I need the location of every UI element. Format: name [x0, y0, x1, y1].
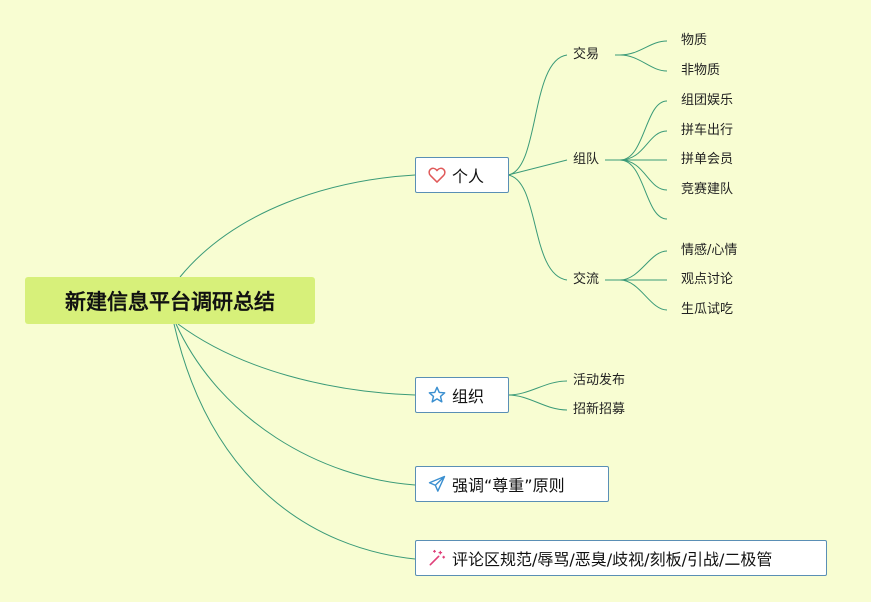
- link-team-2: [619, 130, 668, 161]
- star-icon: [427, 385, 447, 405]
- branch-respect[interactable]: 强调“尊重”原则: [415, 466, 609, 502]
- node-chat-gossip[interactable]: 生瓜试吃: [681, 302, 734, 317]
- paper-plane-icon: [427, 474, 447, 494]
- link-trade-1: [619, 40, 668, 56]
- link-team-5: [619, 159, 668, 220]
- link-org-1: [507, 380, 568, 396]
- link-personal-team: [507, 159, 568, 176]
- branch-organization-label: 组织: [452, 387, 485, 406]
- link-root-respect: [175, 323, 416, 486]
- node-chat[interactable]: 交流: [573, 272, 600, 287]
- link-org-2: [507, 394, 568, 411]
- node-activity-publish[interactable]: 活动发布: [573, 373, 626, 388]
- node-team-competition[interactable]: 竞赛建队: [681, 182, 734, 197]
- node-team-membership[interactable]: 拼单会员: [681, 152, 734, 167]
- link-root-org: [177, 323, 416, 396]
- link-team-1: [619, 100, 668, 161]
- link-personal-chat: [507, 174, 568, 281]
- branch-personal[interactable]: 个人: [415, 157, 509, 193]
- node-chat-opinion[interactable]: 观点讨论: [681, 272, 734, 287]
- root-node[interactable]: 新建信息平台调研总结: [25, 277, 315, 324]
- heart-icon: [427, 165, 447, 185]
- branch-respect-label: 强调“尊重”原则: [452, 476, 565, 495]
- link-team-4: [619, 159, 668, 191]
- link-chat-3: [619, 279, 668, 311]
- node-chat-emotion[interactable]: 情感/心情: [681, 243, 738, 258]
- node-trade[interactable]: 交易: [573, 47, 600, 62]
- node-trade-nonmaterial[interactable]: 非物质: [681, 63, 721, 78]
- magic-wand-icon: [427, 548, 447, 568]
- node-team[interactable]: 组队: [573, 152, 600, 167]
- link-trade-2: [619, 54, 668, 72]
- link-personal-trade: [507, 54, 568, 176]
- node-team-carpool[interactable]: 拼车出行: [681, 123, 734, 138]
- node-team-entertainment[interactable]: 组团娱乐: [681, 93, 734, 108]
- link-chat-1: [619, 250, 668, 281]
- branch-organization[interactable]: 组织: [415, 377, 509, 413]
- branch-comment-rules-label: 评论区规范/辱骂/恶臭/歧视/刻板/引战/二极管: [452, 550, 773, 569]
- link-root-personal: [179, 174, 416, 278]
- node-trade-material[interactable]: 物质: [681, 33, 708, 48]
- branch-personal-label: 个人: [452, 167, 485, 186]
- node-recruit[interactable]: 招新招募: [573, 402, 626, 417]
- link-root-comment: [173, 323, 416, 560]
- branch-comment-rules[interactable]: 评论区规范/辱骂/恶臭/歧视/刻板/引战/二极管: [415, 540, 827, 576]
